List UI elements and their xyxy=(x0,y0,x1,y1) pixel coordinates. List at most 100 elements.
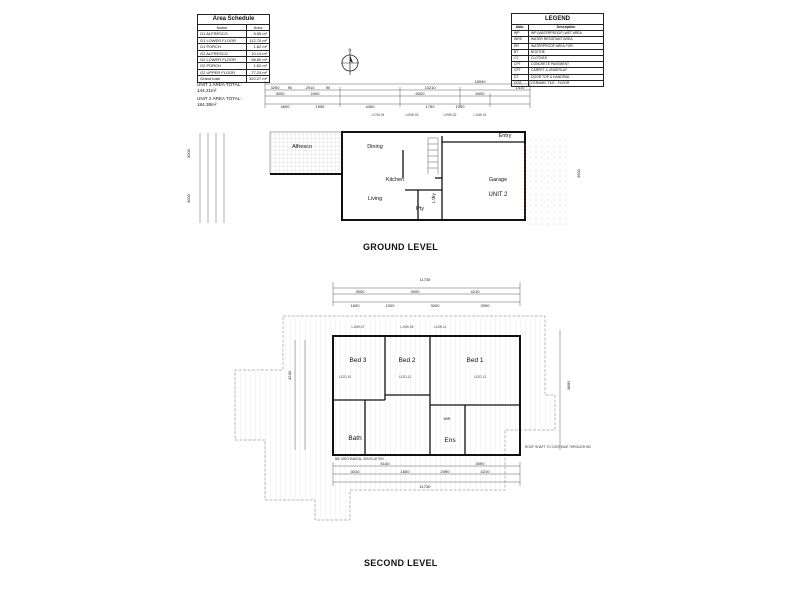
window-tag: L09W-03 xyxy=(406,113,419,117)
second-dim-bottom-overall: 11730 xyxy=(420,484,432,489)
second-dim: 3000 xyxy=(411,289,421,294)
room-label: Bed 3 xyxy=(350,357,367,364)
area-value: 8.55 m² xyxy=(245,30,271,38)
unit-label: UNIT 2 xyxy=(489,192,509,198)
legend-desc: WATER RESISTANT AREA xyxy=(528,36,604,44)
ground-dim: 1000 xyxy=(456,104,466,109)
ground-side-dim: 4000 xyxy=(186,193,191,203)
ground-dim: 3250 xyxy=(271,85,281,90)
area-value: 10.14 m² xyxy=(245,49,271,58)
ground-dim: 2910 xyxy=(306,85,316,90)
area-schedule-title: Area Schedule xyxy=(196,14,271,25)
ground-dim: 90 xyxy=(326,85,331,90)
north-label: N xyxy=(349,47,352,52)
second-side-dim: 3880 xyxy=(566,380,571,390)
roof-shaft-note: ROOF SHAFT TO CONTINUE THROUGH WC xyxy=(525,445,592,449)
legend-desc: WATERPROOF AREA FOR xyxy=(528,42,604,50)
second-dim: 2090 xyxy=(441,469,451,474)
ground-dim: 6000 xyxy=(416,91,426,96)
room-label: Alfresco xyxy=(292,144,312,150)
window-tag: L10W-07 xyxy=(352,325,365,329)
room-label: Bed 1 xyxy=(467,357,484,364)
window-tag: L10W-01 xyxy=(474,113,487,117)
ground-dim: 1750 xyxy=(426,104,436,109)
second-dim: 3010 xyxy=(351,469,361,474)
window-tag: L10W-06 xyxy=(401,325,414,329)
window-tag: L12D-12 xyxy=(399,375,411,379)
room-label: Bed 2 xyxy=(399,357,416,364)
ground-dim: 1410 xyxy=(516,85,526,90)
second-level-title: SECOND LEVEL xyxy=(364,558,438,568)
second-dim: 3090 xyxy=(476,461,486,466)
ground-side-dim: 3000 xyxy=(186,148,191,158)
second-dim: 4210 xyxy=(471,289,481,294)
legend-desc: CARPET & UNDERLAY xyxy=(528,67,604,75)
second-dim: 1000 xyxy=(386,303,396,308)
ground-dim: 4450 xyxy=(366,104,376,109)
ground-dim-overall: 18940 xyxy=(474,79,486,84)
area-value: 1.62 m² xyxy=(245,43,271,51)
window-tag: L07W-04 xyxy=(372,113,385,117)
second-dim: 1600 xyxy=(351,303,361,308)
area-value: 98.60 m² xyxy=(245,55,271,64)
room-label: L'dry xyxy=(431,192,436,202)
second-dim: 1600 xyxy=(401,469,411,474)
legend-title: LEGEND xyxy=(511,13,604,25)
second-level-plan: 11730 3000 3000 4210 1600 1000 3000 3090… xyxy=(234,277,592,521)
legend-desc: WP (WATERPROOF) WET AREA xyxy=(528,30,604,38)
area-value: 112.70 m² xyxy=(245,36,271,45)
room-label: Kitchen xyxy=(386,177,404,183)
ground-dim: 3000 xyxy=(276,91,286,96)
unit1-total-value: 144.21m² xyxy=(197,87,217,93)
room-label: WIR xyxy=(444,417,451,421)
window-tag: L09W-02 xyxy=(444,113,457,117)
room-label: Bath xyxy=(348,435,362,442)
second-dim-overall: 11730 xyxy=(420,277,432,282)
second-dim: 3000 xyxy=(431,303,441,308)
ground-dim: 6000 xyxy=(476,91,486,96)
room-label: Pty xyxy=(416,206,424,212)
second-side-dim: 4240 xyxy=(287,370,292,380)
legend-desc: DOOR TOP & HANDRAIL xyxy=(528,73,604,81)
legend-desc: CONCRETE PAVEMENT xyxy=(528,61,604,69)
ground-level-title: GROUND LEVEL xyxy=(363,242,439,252)
legend-header: Description xyxy=(528,23,604,32)
room-label: Entry xyxy=(499,133,512,139)
area-value: 320.27 m² xyxy=(245,75,271,83)
north-arrow-icon: N xyxy=(341,47,359,75)
window-tag: L10W-11 xyxy=(434,325,447,329)
ground-level-plan: 18940 13210 3250 90 2910 90 1410 3000 24… xyxy=(186,79,581,226)
unit2-total-value: 184.38m² xyxy=(197,101,217,107)
room-label: Living xyxy=(368,196,382,202)
legend-desc: CERAMIC TILE - FLOOR xyxy=(528,79,604,88)
second-dim: 4210 xyxy=(481,469,491,474)
ground-dim: 1955 xyxy=(316,104,326,109)
unit-totals: UNIT 1 AREA TOTAL: 144.21m² UNIT 2 AREA … xyxy=(197,82,242,107)
room-label: Ens xyxy=(444,437,456,444)
area-schedule-header: Area xyxy=(245,23,271,32)
second-dim: 3000 xyxy=(356,289,366,294)
ground-dim: 90 xyxy=(288,85,293,90)
ground-dim: 4600 xyxy=(281,104,291,109)
unit2-total-label: UNIT 2 AREA TOTAL: xyxy=(197,96,242,101)
ventilation-note: NB: MECHANICAL VENTILATION xyxy=(335,457,384,461)
room-label: Dining xyxy=(367,144,383,150)
second-dim: 5140 xyxy=(381,461,391,466)
room-label: Garage xyxy=(489,177,507,183)
area-value: 77.24 m² xyxy=(245,68,271,77)
ground-dim: 2400 xyxy=(311,91,321,96)
ground-dim-mid: 13210 xyxy=(424,85,436,90)
